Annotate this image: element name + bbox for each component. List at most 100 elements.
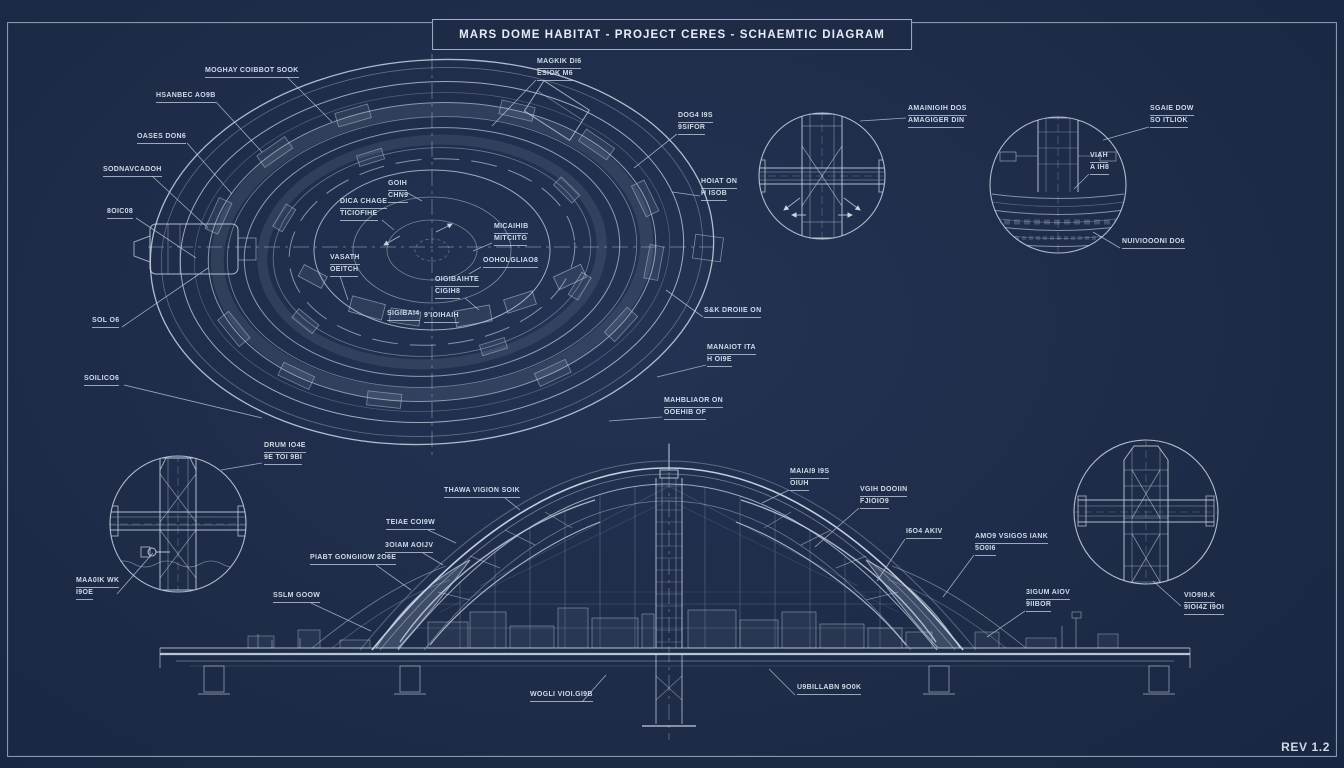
callout-maiai9-leader (761, 489, 790, 504)
callout-sslm-goow-leader (310, 602, 372, 632)
callout-vio9i9k-leader (1152, 580, 1182, 607)
callout-line: H ISOB (701, 189, 728, 202)
section-view (159, 443, 1191, 740)
callout-vasath-leader (339, 275, 349, 301)
callout-sgaie-dow-leader (1102, 126, 1150, 141)
callout-line: GOIH (388, 179, 408, 192)
callout-line: OEITCH (330, 265, 359, 278)
interior-buildings (427, 607, 933, 649)
callout-line: MITCIITG (494, 234, 528, 247)
callout-line: MANAIOT ITA (707, 343, 756, 356)
callout-line: DOG4 I9S (678, 111, 713, 124)
airlock-pod (133, 223, 257, 275)
plan-centerlines (148, 54, 714, 455)
callout-u9billabn-leader (768, 668, 796, 696)
callout-line: SIGIBAI4 (387, 309, 420, 322)
callout-u9billabn: U9BILLABN 9O0K (797, 683, 862, 696)
callout-line: VGIH DOOIIN (860, 485, 908, 498)
callout-line: DRUM IO4E (264, 441, 306, 454)
callout-line: S&K DROIIE ON (704, 306, 762, 319)
callout-line: A IH8 (1090, 163, 1110, 176)
callout-line: MAIAI9 I9S (790, 467, 830, 480)
callout-roicos: 8OIC08 (107, 207, 134, 220)
callout-wogli: WOGLI VIOI.GI9B (530, 690, 593, 703)
lens-trusses (399, 499, 937, 646)
callout-line: HOIAT ON (701, 177, 738, 190)
revision-label: REV 1.2 (1281, 740, 1330, 754)
callout-solucon: SOILICO6 (84, 374, 120, 387)
callout-manaiot-leader (656, 364, 707, 378)
callout-line: 9IOI4Z I9OI (1184, 603, 1225, 616)
callout-line: OOHOLGLIAO8 (483, 256, 539, 269)
callout-line: TICIOFIHE (340, 209, 378, 222)
callout-dog4-leader (633, 133, 678, 169)
ground-line (159, 647, 1191, 668)
callout-line: WOGLI VIOI.GI9B (530, 690, 593, 703)
callout-hsanbec: HSANBEC AO9B (156, 91, 216, 104)
title-box: MARS DOME HABITAT - PROJECT CERES - SCHA… (432, 19, 912, 50)
callout-oases: OASES DON6 (137, 132, 187, 145)
callout-line: FJIOIO9 (860, 497, 890, 510)
callout-line: VIO9I9.K (1184, 591, 1216, 604)
callout-sigum-aiov-leader (986, 610, 1026, 638)
callout-line: VASATH (330, 253, 360, 266)
callout-oases-leader (186, 142, 233, 195)
callout-line: MAHBLIAOR ON (664, 396, 724, 409)
detail-view-shaft-b (989, 116, 1127, 254)
callout-piabt: PIABT GONGIIOW 2O6E (310, 553, 397, 566)
callout-line: VIAH (1090, 151, 1109, 164)
detail-view-tower-d (1073, 439, 1219, 585)
callout-line: SOL O6 (92, 316, 120, 329)
callout-ooholgliaos: OOHOLGLIAO8 (483, 256, 539, 269)
callout-line: U9BILLABN 9O0K (797, 683, 862, 696)
callout-line: MAGKIK DI6 (537, 57, 582, 70)
callout-line: MAA0IK WK (76, 576, 120, 589)
callout-drum-ione-leader (220, 462, 263, 471)
callout-line: H OI9E (707, 355, 732, 368)
callout-line: OOEHIB OF (664, 408, 707, 421)
callout-line: SOILICO6 (84, 374, 120, 387)
callout-control-dock: MOGHAY COIBBOT SOOK (205, 66, 299, 79)
callout-line: THAWA VIGION SOIK (444, 486, 520, 499)
callout-amo9-vsigos-leader (942, 554, 975, 598)
callout-line: MOGHAY COIBBOT SOOK (205, 66, 299, 79)
callout-mahbliaor-leader (608, 416, 663, 422)
callout-i6o4-akiv-leader (876, 538, 906, 582)
callout-line: NUIVIOOONI DO6 (1122, 237, 1185, 250)
callout-ooholgliaos-leader (468, 266, 482, 275)
plan-rotation-arrows (383, 223, 453, 246)
callout-magkik-leader (491, 79, 537, 127)
callout-line: PIABT GONGIIOW 2O6E (310, 553, 397, 566)
callout-line: I9OE (76, 588, 94, 601)
callout-teiae-leader (427, 529, 457, 544)
callout-line: MICAIHIB (494, 222, 529, 235)
callout-soiam-leader (422, 552, 444, 566)
plan-rings (149, 58, 715, 446)
callout-line: I6O4 AKIV (906, 527, 943, 540)
base-horns (375, 559, 961, 649)
footings (198, 665, 1175, 695)
callout-line: OASES DON6 (137, 132, 187, 145)
callout-mark-us-leader (116, 552, 154, 595)
callout-sslm-goow: SSLM GOOW (273, 591, 321, 604)
callout-goin-leader (405, 191, 423, 202)
callout-teiae: TEIAE COI9W (386, 518, 436, 531)
callout-line: SGAIE DOW (1150, 104, 1194, 117)
plan-view (133, 54, 724, 455)
deck-antennas (257, 611, 1082, 648)
plan-ring-modules (204, 99, 665, 409)
callout-hoiat-leader (671, 191, 701, 197)
